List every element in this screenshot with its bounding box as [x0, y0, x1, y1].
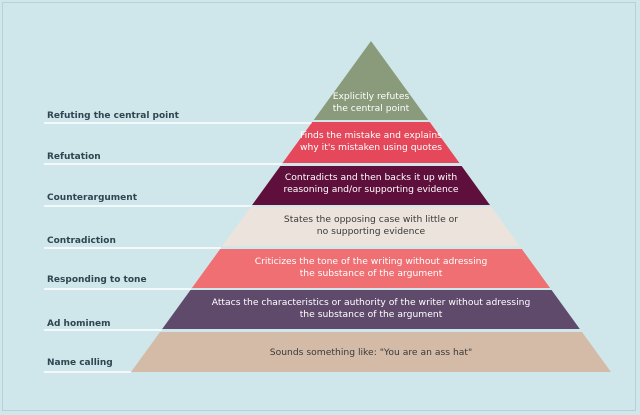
tier-text-line: no supporting evidence [316, 226, 426, 237]
tier-text-line: Criticizes the tone of the writing witho… [254, 256, 488, 267]
pyramid-tier-refuting-central-point [313, 41, 429, 120]
pyramid-tier-ad-hominem [162, 290, 580, 329]
tier-text-line: the substance of the argument [299, 268, 443, 279]
tier-text-counterargument: Contradicts and then backs it up with re… [284, 172, 459, 196]
tier-text-name-calling: Sounds something like: "You are an ass h… [270, 347, 473, 359]
tier-text-line: the substance of the argument [299, 309, 443, 320]
tier-text-refutation: Finds the mistake and explains why it's … [300, 130, 442, 154]
level-label-contradiction: Contradiction [47, 236, 116, 246]
tier-text-contradiction: States the opposing case with little or … [284, 214, 458, 238]
tier-text-ad-hominem: Attacs the characteristics or authority … [212, 297, 531, 321]
level-label-responding-to-tone: Responding to tone [47, 275, 147, 285]
tier-text-line: the central point [332, 103, 410, 114]
tier-text-responding-to-tone: Criticizes the tone of the writing witho… [255, 256, 488, 280]
tier-text-line: reasoning and/or supporting evidence [283, 184, 459, 195]
level-label-name-calling: Name calling [47, 358, 113, 368]
tier-text-line: Finds the mistake and explains [300, 130, 442, 141]
pyramid-tier-contradiction [222, 207, 520, 246]
level-label-refutation: Refutation [47, 152, 101, 162]
diagram-frame [2, 2, 636, 411]
level-label-counterargument: Counterargument [47, 193, 137, 203]
pyramid-tier-refutation [282, 122, 460, 163]
tier-text-line: Explicitly refutes [332, 91, 410, 102]
tier-text-line: why it's mistaken using quotes [299, 142, 443, 153]
pyramid-tier-responding-to-tone [191, 249, 551, 288]
tier-text-line: Contradicts and then backs it up with [284, 172, 458, 183]
tier-text-line: Sounds something like: "You are an ass h… [269, 347, 473, 358]
pyramid-tier-counterargument [252, 166, 490, 205]
level-label-refuting-central-point: Refuting the central point [47, 111, 179, 121]
tier-text-line: Attacs the characteristics or authority … [211, 297, 531, 308]
level-label-ad-hominem: Ad hominem [47, 319, 111, 329]
tier-text-line: States the opposing case with little or [283, 214, 459, 225]
tier-text-refuting-central-point: Explicitly refutes the central point [333, 91, 410, 115]
pyramid-tier-name-calling [131, 332, 611, 372]
